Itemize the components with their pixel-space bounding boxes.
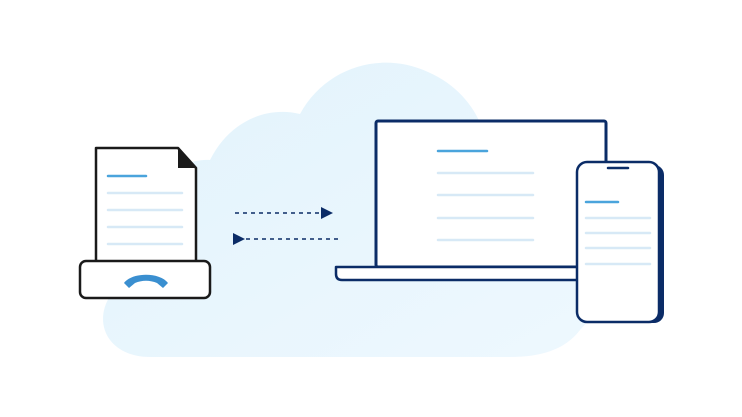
laptop-icon: [334, 119, 608, 282]
fax-machine-icon: [78, 146, 212, 300]
fax-paper: [94, 146, 198, 264]
laptop-base: [334, 265, 608, 282]
smartphone-icon: [575, 160, 664, 324]
laptop-screen: [374, 119, 608, 269]
phone-handset-icon: [124, 274, 168, 288]
